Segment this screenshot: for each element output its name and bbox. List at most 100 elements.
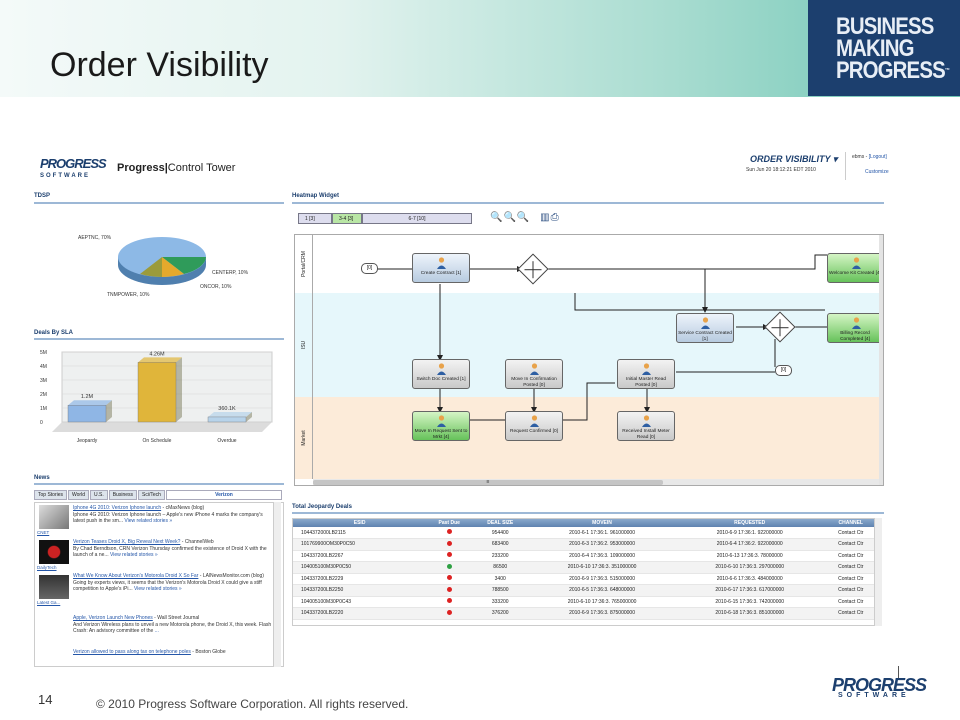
column-header[interactable]: Past Due (426, 519, 473, 527)
news-thumb-label[interactable]: CNET (37, 530, 50, 535)
person-icon (701, 317, 710, 329)
y-tick-label: 4M (40, 364, 47, 370)
slide-header: Order Visibility (0, 0, 960, 97)
bar-value-label: 4.26M (149, 351, 165, 357)
jeopardy-scrollbar[interactable] (874, 518, 882, 626)
column-header[interactable]: CHANNEL (823, 519, 878, 527)
jeopardy-table: ESID Past Due DEAL SIZE MOVEIN REQUESTED… (292, 518, 882, 626)
column-header[interactable]: MOVEIN (528, 519, 676, 527)
table-cell: Contact Ctr (823, 573, 878, 585)
status-dot-cell (426, 527, 473, 539)
person-icon (642, 415, 651, 427)
tab-business[interactable]: Business (108, 490, 138, 500)
news-link[interactable]: Verizon Teases Droid X, Big Reveal Next … (73, 539, 181, 545)
column-header[interactable]: REQUESTED (675, 519, 824, 527)
heatmap-tab-1[interactable]: 1 [3] (298, 213, 332, 224)
heatmap-canvas: Portal/CRM ISU Market [0] Create Contrac… (294, 234, 884, 486)
news-thumbnail[interactable] (39, 505, 69, 529)
table-cell: 2010-6-9 17:36:3. 515000000 (528, 573, 676, 585)
bar-jeopardy[interactable] (67, 405, 107, 423)
status-icon (446, 609, 452, 615)
table-cell: 2010-6-13 17:36:3. 78000000 (675, 550, 824, 562)
node-service-contract[interactable]: Service Contract Created [1] (676, 313, 734, 343)
node-move-in-confirmation[interactable]: Move In Confirmation Posted [0] (505, 359, 563, 389)
scrollbar-thumb[interactable]: ≡ (313, 480, 663, 485)
bar-side (176, 357, 182, 422)
tab-top-stories[interactable]: Top Stories (34, 490, 68, 500)
bar-on-schedule[interactable] (137, 362, 177, 423)
zoom-out-icon[interactable]: 🔍 (490, 212, 504, 223)
table-cell: 104337200LB2229 (293, 573, 427, 585)
table-cell: 104337200LB2220 (293, 607, 427, 620)
lane-market: Market (295, 397, 883, 479)
column-header[interactable]: DEAL SIZE (472, 519, 529, 527)
node-create-contract[interactable]: Create Contract [1] (412, 253, 470, 283)
news-item: What We Know About Verizon's Motorola Dr… (73, 573, 264, 592)
tab-scitech[interactable]: Sci/Tech (138, 490, 165, 500)
news-link[interactable]: Verizon allowed to pass along tax on tel… (73, 649, 191, 655)
related-stories-link[interactable]: View related stories » (134, 586, 182, 592)
customize-link[interactable]: Customize (865, 169, 889, 175)
table-cell: 2010-6-4 17:36:2. 922000000 (675, 538, 824, 551)
tab-verizon[interactable]: Verizon (165, 490, 282, 500)
news-thumb-label[interactable]: Latest Ga... (37, 600, 61, 605)
counter-badge[interactable]: [0] (361, 263, 378, 274)
node-received-install-meter-read[interactable]: Received Install Meter Read [0] (617, 411, 675, 441)
table-cell: 1044372000LB2115 (293, 527, 427, 539)
person-icon (852, 257, 861, 269)
tab-world[interactable]: World (68, 490, 89, 500)
news-link[interactable]: Apple, Verizon Launch New Phones (73, 615, 153, 621)
bar-top (208, 411, 252, 417)
node-switch-doc[interactable]: Switch Doc Created [1] (412, 359, 470, 389)
column-header[interactable]: ESID (293, 519, 427, 527)
product-title: Progress|Control Tower (117, 162, 236, 174)
node-billing-record[interactable]: Billing Record Completed [4] (827, 313, 883, 343)
table-cell: Contact Ctr (823, 550, 878, 562)
node-request-confirmed[interactable]: Request Confirmed [0] (505, 411, 563, 441)
pie-label-aeptnc: AEPTNC, 70% (78, 235, 112, 241)
heatmap-horizontal-scrollbar[interactable]: ≡ (313, 479, 879, 485)
person-icon (642, 363, 651, 375)
view-selector[interactable]: ORDER VISIBILITY ▾ (750, 154, 838, 164)
zoom-in-icon[interactable]: 🔍 (503, 212, 517, 223)
related-stories-link[interactable]: View related stories » (124, 518, 173, 524)
tab-us[interactable]: U.S. (89, 490, 108, 500)
table-cell: 2010-6-5 17:36:3. 648000000 (528, 584, 676, 597)
news-thumb-label[interactable]: DailyTech (37, 565, 57, 570)
node-initial-master-read[interactable]: Initial Master Read Posted [0] (617, 359, 675, 389)
news-link[interactable]: What We Know About Verizon's Motorola Dr… (73, 573, 199, 579)
copyright: © 2010 Progress Software Corporation. Al… (96, 697, 409, 711)
category-label: On Schedule (143, 438, 172, 444)
news-scrollbar[interactable] (273, 502, 281, 667)
status-icon (446, 529, 452, 534)
table-cell: 2010-6-1 17:36:1. 961000000 (528, 527, 676, 539)
counter-badge[interactable]: [0] (775, 365, 792, 376)
news-link[interactable]: Iphone 4G 2010: Verizon Iphone launch (73, 505, 162, 511)
related-stories-link[interactable]: View related stories » (109, 552, 158, 558)
news-item: Iphone 4G 2010: Verizon Iphone launch - … (73, 505, 263, 524)
news-thumbnail[interactable] (39, 540, 69, 564)
heatmap-vertical-scrollbar[interactable] (879, 235, 883, 485)
tdsp-title: TDSP (34, 193, 51, 199)
heatmap-tab-3-4[interactable]: 3-4 [3] (332, 213, 362, 224)
zoom-reset-icon[interactable]: 🔍 (516, 212, 531, 223)
node-move-in-request[interactable]: Move In Request Sent to Mrkt [4] (412, 411, 470, 441)
chart-icon[interactable]: ▥ (540, 212, 551, 223)
node-welcome-kit[interactable]: Welcome Kit Created [4] (827, 253, 883, 283)
table-cell: 683400 (472, 538, 529, 551)
status-icon (446, 552, 452, 558)
heatmap-filter-tabs: 1 [3] 3-4 [3] 6-7 [10] (298, 213, 472, 224)
heatmap-tab-6-7[interactable]: 6-7 [10] (362, 213, 472, 224)
logout-link[interactable]: [Logout] (868, 154, 887, 160)
bar-overdue[interactable] (207, 416, 247, 423)
news-thumbnail[interactable] (39, 575, 69, 599)
print-icon[interactable]: ⎙ (550, 212, 560, 223)
